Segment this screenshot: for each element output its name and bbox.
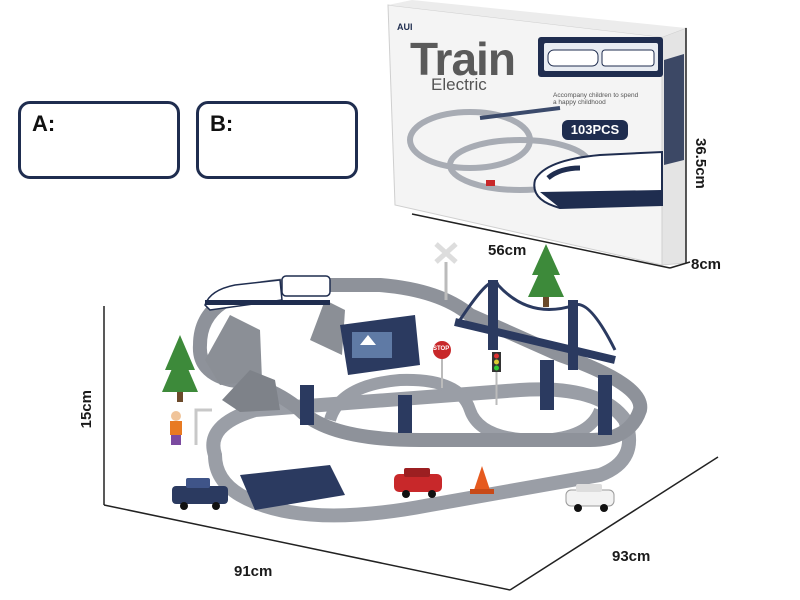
passenger-car-icon (281, 275, 331, 297)
railroad-crossing-sign-icon (434, 242, 458, 300)
box-height-label: 36.5cm (692, 138, 709, 189)
box-slogan: Accompany children to spend a happy chil… (553, 92, 639, 106)
rock-mountain (222, 370, 280, 412)
box-title: Train (410, 33, 516, 85)
pillar (540, 360, 554, 410)
pillar (300, 385, 314, 425)
box-subtitle: Electric (431, 75, 487, 94)
pine-tree-icon (162, 335, 198, 402)
worker-figure-icon (170, 411, 182, 445)
playset-length-label: 91cm (234, 563, 273, 580)
brand-logo: AUI (397, 22, 413, 32)
pillar (398, 395, 412, 433)
box-train-car-icon (601, 49, 655, 67)
box-train-car-icon (547, 49, 599, 67)
white-car-icon (565, 484, 615, 512)
stop-sign-icon (433, 341, 451, 388)
product-box (387, 0, 687, 266)
train-station (340, 315, 420, 375)
crossing-barrier (279, 456, 331, 464)
street-lamp-icon (194, 408, 212, 445)
pillar (598, 375, 612, 435)
traffic-cone-icon (470, 466, 494, 494)
pieces-badge: 103PCS (562, 120, 628, 140)
playset-height-label: 15cm (78, 390, 95, 429)
locomotive-icon (204, 279, 283, 311)
warning-sign-icon (360, 335, 376, 345)
level-crossing (240, 465, 345, 510)
rock-mountain (310, 300, 345, 355)
variant-b-label: B: (210, 111, 234, 136)
rock-mountain (205, 315, 262, 385)
variant-b-card: B: (196, 101, 358, 179)
box-bridge-icon (479, 106, 561, 120)
box-width-label: 56cm (488, 242, 527, 259)
variant-a-card: A: (18, 101, 180, 179)
pine-tree-icon (528, 244, 564, 307)
box-car-icon (486, 180, 495, 186)
traffic-light-icon (492, 352, 501, 405)
police-car-icon (172, 478, 228, 510)
train-playset (162, 242, 648, 523)
red-car-icon (394, 468, 442, 498)
box-depth-label: 8cm (691, 256, 722, 273)
dimension-lines (103, 28, 719, 591)
stop-sign-text: STOP (433, 346, 450, 352)
playset-train (204, 275, 331, 311)
variant-a-label: A: (32, 111, 56, 136)
playset-depth-label: 93cm (612, 548, 651, 565)
suspension-bridge (454, 280, 617, 370)
